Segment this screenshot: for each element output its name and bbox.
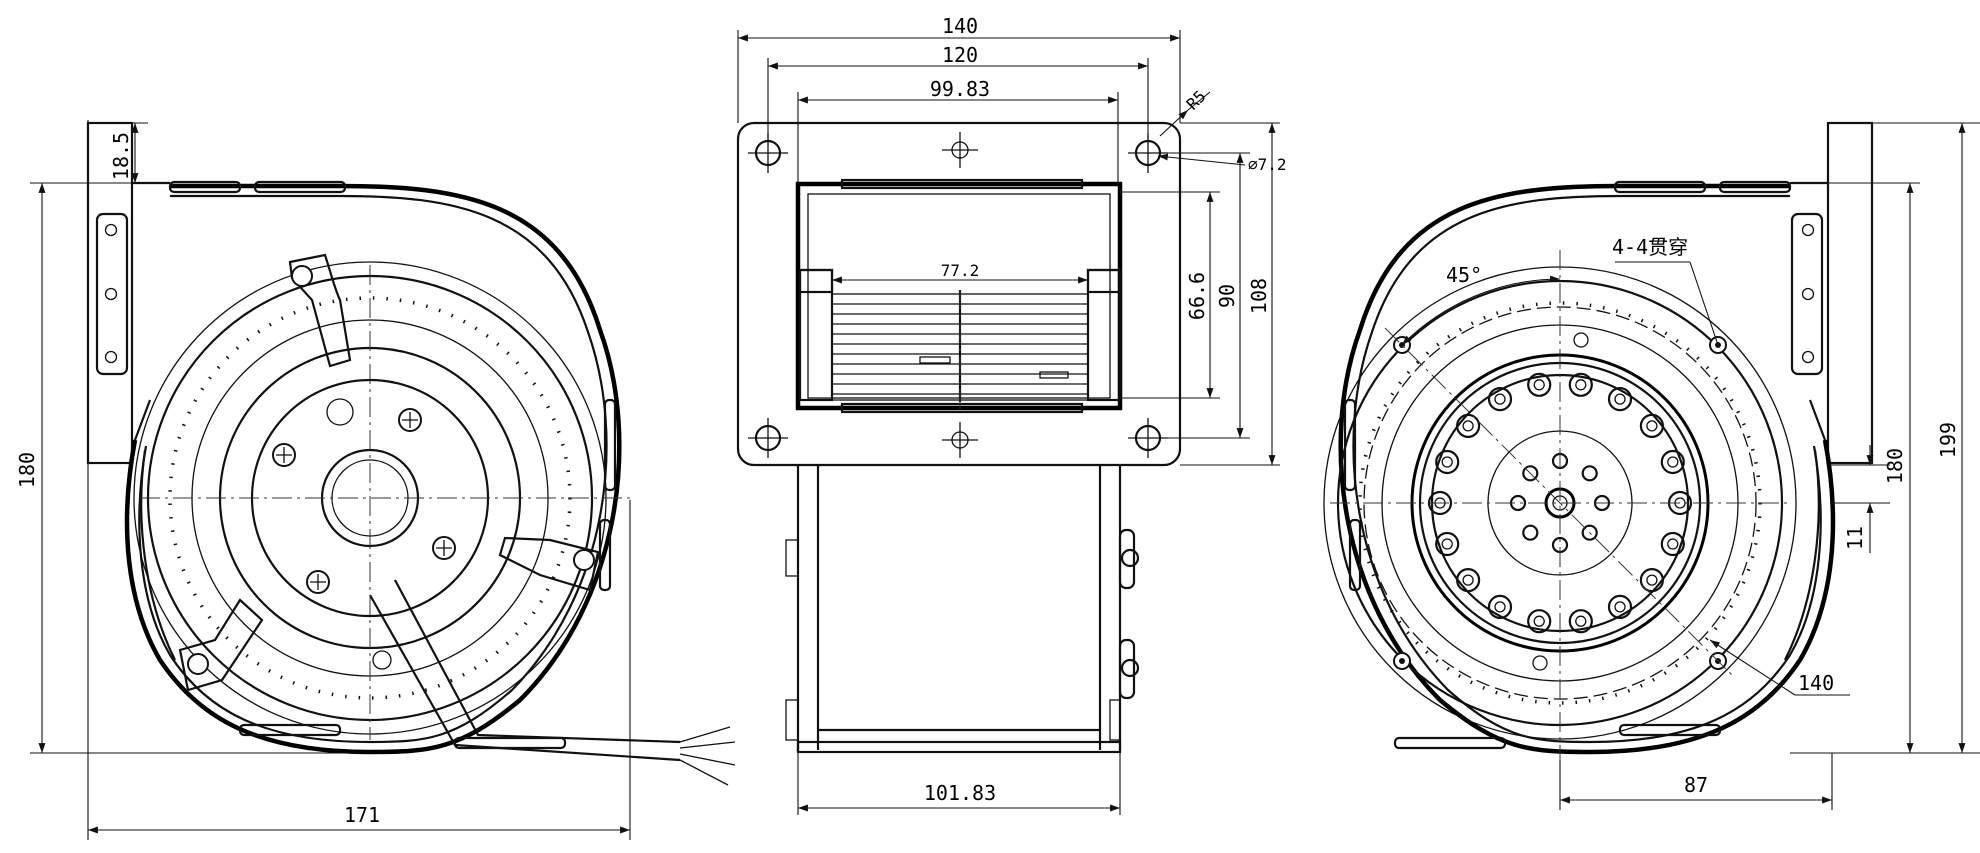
left-height-dimension: 180 [15, 452, 39, 488]
rivet-center [1533, 615, 1545, 627]
right-overall-height-dimension: 199 [1936, 422, 1960, 458]
right-rivet-ring [1427, 372, 1693, 634]
middle-overall-width-dimension: 140 [942, 14, 978, 38]
rivet [1568, 372, 1593, 397]
rivet [1639, 567, 1665, 593]
rivet [1568, 609, 1593, 634]
rivet-center [1575, 615, 1587, 627]
rivet-center [1533, 379, 1545, 391]
hub-hole [1581, 465, 1598, 482]
right-view: 4-4贯穿 45° 199 180 11 140 87 [1323, 121, 1980, 810]
left-housing [124, 180, 622, 755]
rivet [1455, 413, 1481, 438]
rivet [1455, 567, 1481, 593]
rivet [1660, 449, 1685, 475]
right-dimensions: 4-4贯穿 45° 199 180 11 140 87 [1401, 122, 1980, 810]
right-hub-holes [1509, 452, 1611, 554]
right-holes-note: 4-4贯穿 [1612, 235, 1688, 259]
rivet-center [1614, 393, 1626, 405]
rivet-center [1494, 601, 1506, 613]
rivet [1487, 387, 1513, 412]
left-mounting-arms [178, 253, 600, 692]
right-half-width-dimension: 87 [1684, 773, 1708, 797]
rivet [1639, 413, 1665, 438]
rivet-center [1614, 601, 1626, 613]
middle-body-depth-dimension: 101.83 [924, 781, 996, 805]
rivet [1435, 449, 1460, 475]
rivet-center [1441, 456, 1453, 468]
middle-dimensions: 140 120 99.83 77.2 66.6 90 108 R5 ⌀7.2 1… [737, 14, 1287, 815]
rivet [1607, 594, 1633, 620]
rivet [1487, 594, 1513, 620]
middle-outlet-inner-dimension: 99.83 [930, 77, 990, 101]
hub-hole [1522, 465, 1539, 482]
middle-hole-diameter-dimension: ⌀7.2 [1248, 155, 1287, 174]
middle-hole-spacing-dimension: 120 [942, 43, 978, 67]
right-offset-dimension: 11 [1843, 526, 1867, 550]
right-angle-dimension: 45° [1446, 263, 1482, 287]
right-height-dimension: 180 [1883, 448, 1907, 484]
middle-inner-width-dimension: 77.2 [941, 261, 980, 280]
middle-flange [736, 121, 1182, 467]
middle-outlet-height-dimension: 66.6 [1185, 272, 1209, 320]
rivet [1607, 387, 1633, 412]
right-hole-circle-dimension: 140 [1798, 671, 1834, 695]
middle-flange-height-dimension: 108 [1247, 278, 1271, 314]
rivet-center [1646, 574, 1658, 586]
rivet-center [1462, 574, 1474, 586]
left-width-dimension: 171 [344, 803, 380, 827]
left-screw-bolts [272, 408, 456, 594]
left-tab-dimension: 18.5 [109, 132, 133, 180]
rivet-center [1667, 538, 1679, 550]
left-cable [369, 579, 736, 786]
hub-hole [1522, 524, 1539, 541]
right-bracket [1790, 121, 1874, 465]
rivet-center [1441, 538, 1453, 550]
left-view: 18.5 180 171 [15, 120, 736, 840]
left-dimensions: 18.5 180 171 [15, 120, 631, 840]
middle-hole-vertical-dimension: 90 [1215, 284, 1239, 308]
rivet-center [1667, 456, 1679, 468]
rivet [1527, 372, 1552, 397]
rivet [1527, 609, 1552, 634]
rivet-center [1494, 393, 1506, 405]
middle-corner-radius-dimension: R5 [1183, 87, 1210, 114]
rivet-center [1575, 379, 1587, 391]
rivet [1435, 531, 1460, 557]
rivet [1660, 531, 1685, 557]
rivet-center [1646, 420, 1658, 432]
middle-motor-body [785, 465, 1140, 754]
middle-view: 140 120 99.83 77.2 66.6 90 108 R5 ⌀7.2 1… [736, 14, 1287, 815]
rivet-center [1462, 420, 1474, 432]
hub-hole [1581, 524, 1598, 541]
